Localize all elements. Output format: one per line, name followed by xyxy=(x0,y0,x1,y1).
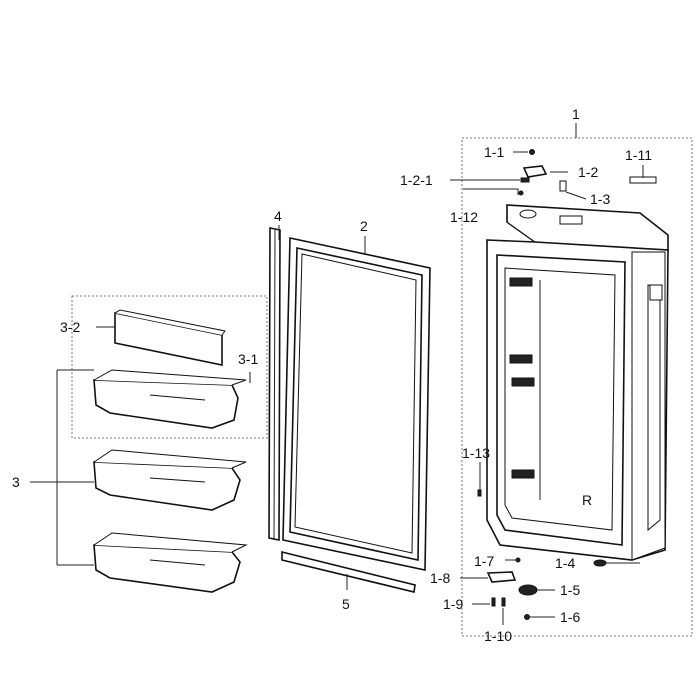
callout-1-1: 1-1 xyxy=(484,144,504,160)
callout-1-12: 1-12 xyxy=(450,209,478,225)
shelf-cover-3-2 xyxy=(114,309,226,366)
bottom-trim-strip xyxy=(281,550,416,593)
callout-3: 3 xyxy=(12,474,20,490)
callout-3-2: 3-2 xyxy=(60,319,80,335)
bottom-hinge-parts xyxy=(477,489,607,620)
callout-1-8: 1-8 xyxy=(430,570,450,586)
door-marking-r: R xyxy=(582,492,592,508)
callout-3-1: 3-1 xyxy=(238,351,258,367)
callout-4: 4 xyxy=(274,208,282,224)
callout-1-3: 1-3 xyxy=(590,191,610,207)
callout-1-5: 1-5 xyxy=(560,582,580,598)
callout-1-10: 1-10 xyxy=(484,628,512,644)
door-bin-bottom xyxy=(93,532,248,593)
callout-1-13: 1-13 xyxy=(462,445,490,461)
callout-1-2-1: 1-2-1 xyxy=(400,172,433,188)
callout-1: 1 xyxy=(572,106,580,122)
side-trim-strip xyxy=(268,227,281,541)
door-gasket xyxy=(282,237,431,571)
door-bin-middle xyxy=(93,449,247,511)
callout-1-2: 1-2 xyxy=(578,164,598,180)
callout-1-4: 1-4 xyxy=(555,555,575,571)
callout-1-7: 1-7 xyxy=(474,553,494,569)
callout-1-11: 1-11 xyxy=(625,147,652,163)
callout-5: 5 xyxy=(342,596,350,612)
leader-lines xyxy=(30,123,644,625)
callout-2: 2 xyxy=(360,218,368,234)
door-bin-top xyxy=(93,369,247,429)
door-frame xyxy=(486,204,669,561)
callout-1-9: 1-9 xyxy=(443,596,463,612)
shelf-assembly-group-box xyxy=(71,295,268,439)
callout-1-6: 1-6 xyxy=(560,609,580,625)
hinge-parts xyxy=(518,149,657,196)
